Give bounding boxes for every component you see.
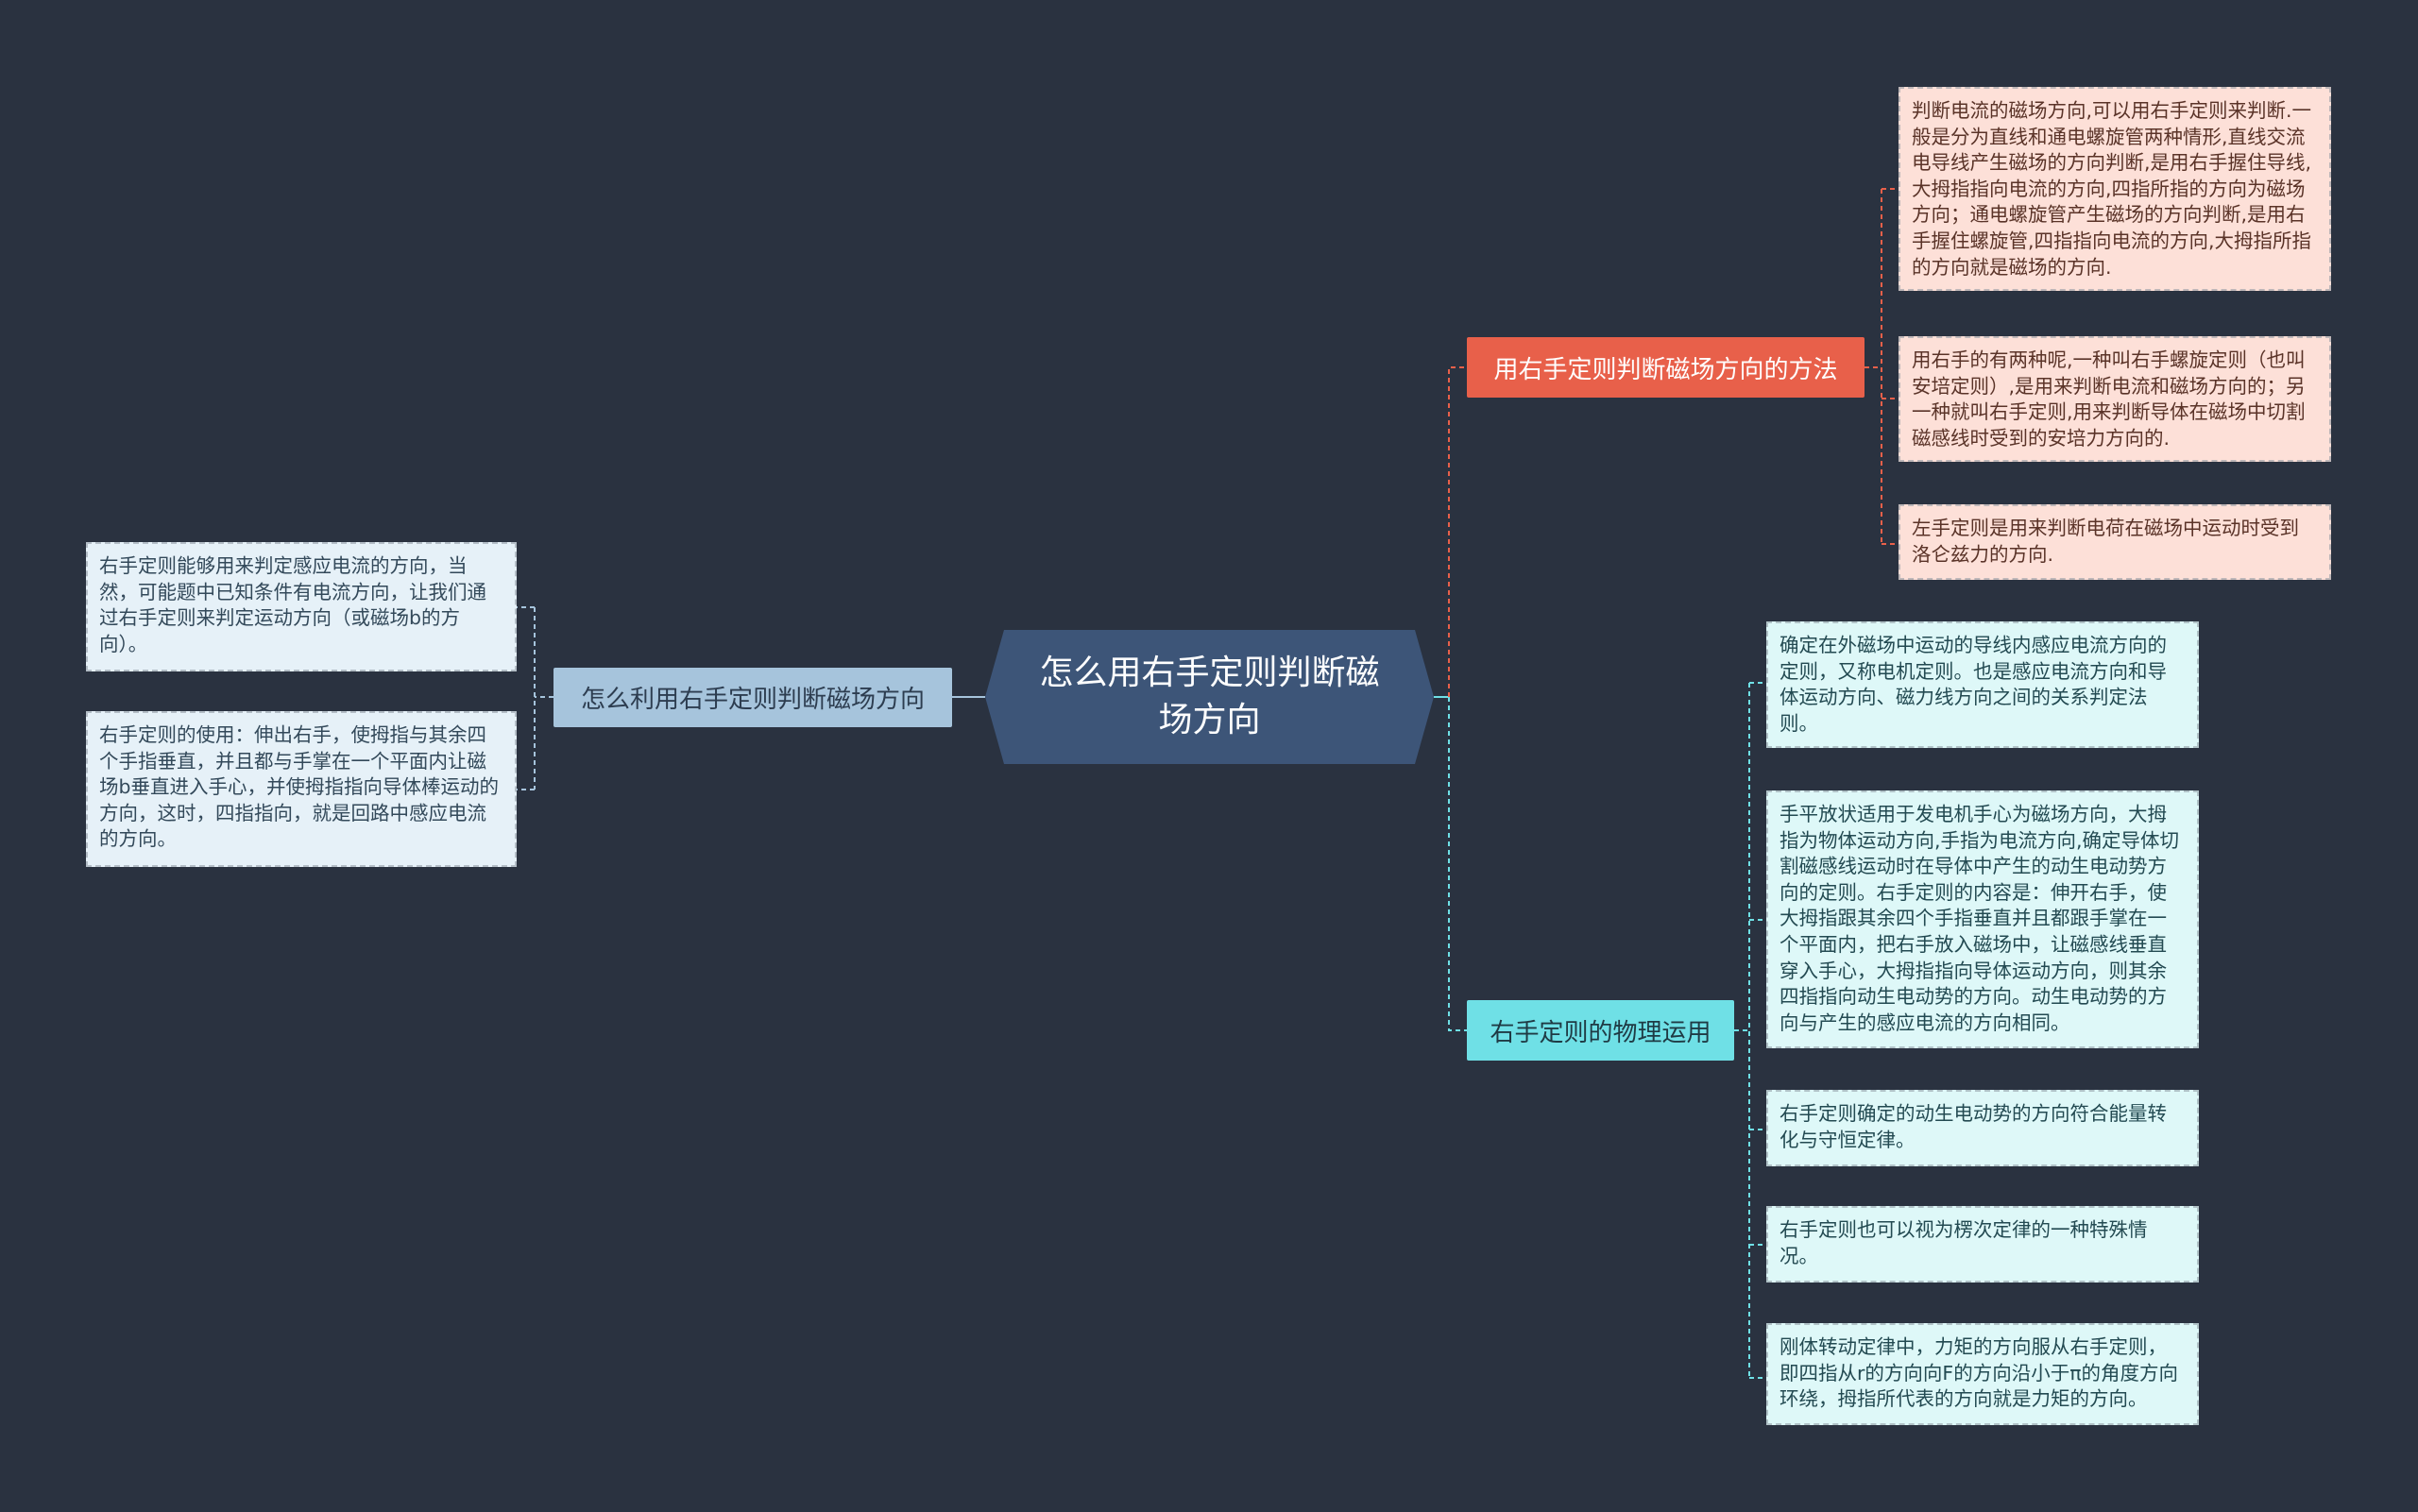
- leaf-top-2[interactable]: 用右手的有两种呢,一种叫右手螺旋定则（也叫安培定则）,是用来判断电流和磁场方向的…: [1899, 336, 2331, 462]
- branch-top[interactable]: 用右手定则判断磁场方向的方法: [1467, 337, 1865, 398]
- branch-bottom-label: 右手定则的物理运用: [1490, 1018, 1711, 1047]
- connector-root-bottom: [1448, 697, 1467, 1031]
- branch-left-label: 怎么利用右手定则判断磁场方向: [580, 686, 925, 714]
- connector-root-top: [1448, 366, 1467, 697]
- leaf-bottom-5[interactable]: 刚体转动定律中，力矩的方向服从右手定则，即四指从r的方向向F的方向沿小于π的角度…: [1766, 1323, 2199, 1425]
- connector-bottom-leaves: [1734, 682, 1766, 1379]
- connector-left-leaves: [517, 606, 553, 790]
- leaf-left-1[interactable]: 右手定则能够用来判定感应电流的方向，当然，可能题中已知条件有电流方向，让我们通过…: [86, 542, 517, 671]
- leaf-bottom-3[interactable]: 右手定则确定的动生电动势的方向符合能量转化与守恒定律。: [1766, 1090, 2199, 1166]
- root-title: 怎么用右手定则判断磁场方向: [1039, 654, 1380, 739]
- leaf-left-2[interactable]: 右手定则的使用：伸出右手，使拇指与其余四个手指垂直，并且都与手掌在一个平面内让磁…: [86, 711, 517, 867]
- branch-left[interactable]: 怎么利用右手定则判断磁场方向: [553, 668, 952, 727]
- connector-top-leaves: [1865, 188, 1899, 545]
- leaf-bottom-1[interactable]: 确定在外磁场中运动的导线内感应电流方向的定则，又称电机定则。也是感应电流方向和导…: [1766, 621, 2199, 748]
- leaf-top-3[interactable]: 左手定则是用来判断电荷在磁场中运动时受到洛仑兹力的方向.: [1899, 504, 2331, 580]
- leaf-bottom-2[interactable]: 手平放状适用于发电机手心为磁场方向，大拇指为物体运动方向,手指为电流方向,确定导…: [1766, 790, 2199, 1048]
- branch-bottom[interactable]: 右手定则的物理运用: [1467, 1000, 1734, 1061]
- branch-top-label: 用右手定则判断磁场方向的方法: [1493, 355, 1838, 384]
- root-topic[interactable]: 怎么用右手定则判断磁场方向: [985, 630, 1434, 764]
- leaf-top-1[interactable]: 判断电流的磁场方向,可以用右手定则来判断.一般是分为直线和通电螺旋管两种情形,直…: [1899, 87, 2331, 291]
- leaf-bottom-4[interactable]: 右手定则也可以视为楞次定律的一种特殊情况。: [1766, 1206, 2199, 1283]
